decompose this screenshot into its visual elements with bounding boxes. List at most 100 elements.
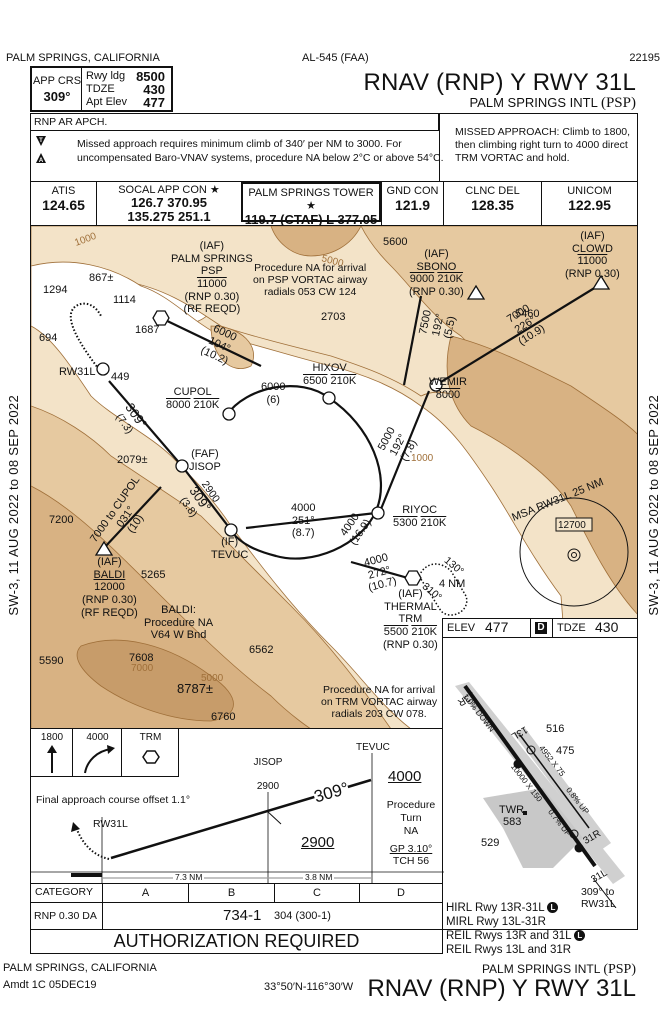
climbing-right-turn-icon — [84, 745, 115, 774]
airport-code: (PSP) — [600, 95, 636, 111]
fix-clowd: (IAF) CLOWD 11000 (RNP 0.30) — [565, 230, 620, 281]
note-baldi-na-2: Procedure NA — [144, 616, 214, 629]
note-trm-na-1: Procedure NA for arrival — [323, 684, 436, 696]
rnp-note-cell: RNP AR APCH. — [31, 114, 439, 131]
svg-text:5000: 5000 — [201, 673, 224, 684]
header-location: PALM SPRINGS, CALIFORNIA — [6, 52, 160, 64]
fix-cupol-alt: 8000 — [166, 398, 191, 411]
distance-rw31l-jisop: 7.3 NM — [173, 872, 205, 883]
d-symbol: D — [535, 622, 547, 634]
missed-approach-line-2: then climbing right turn to 4000 direct — [455, 139, 628, 151]
rwy-ldg-value: 8500 — [136, 69, 165, 84]
hold-length: 4 NM — [439, 578, 466, 590]
elev-divider — [530, 619, 531, 638]
freq-ground-value: 121.9 — [394, 197, 431, 213]
fix-psp-rnp: (RNP 0.30) — [184, 290, 240, 303]
fix-jisop-name: JISOP — [189, 460, 221, 473]
tdze-divider — [552, 619, 553, 638]
svg-text:7000: 7000 — [131, 663, 154, 674]
fix-baldi-alt: 12000 — [94, 581, 125, 594]
glidepath-info: GP 3.10° TCH 56 — [381, 843, 441, 867]
rnp-note: RNP AR APCH. — [34, 116, 108, 128]
fix-jisop-role: (FAF) — [191, 448, 219, 460]
runway-diagram — [455, 682, 625, 908]
tdze-label-ad: TDZE — [557, 622, 586, 634]
distance-jisop-tevuc: 3.8 NM — [303, 872, 335, 883]
fix-hixov-spd: 210K — [330, 374, 357, 387]
missed-approach-line-3: TRM VORTAC and hold. — [455, 152, 570, 164]
profile-jisop-alt: 2900 — [253, 781, 283, 792]
notes-box: RNP AR APCH. T A Missed approach require… — [30, 113, 638, 182]
fix-riyoc-name: RIYOC — [402, 504, 438, 516]
fix-sbono-rnp: (RNP 0.30) — [409, 285, 464, 298]
fix-wemir-name: WEMIR — [429, 376, 467, 388]
profile-tevuc-alt: 4000 — [388, 768, 422, 785]
fix-sbono-name: SBONO — [416, 260, 457, 273]
spot-elev-449: 449 — [111, 371, 130, 383]
category-d: D — [359, 884, 442, 902]
spot-elev-6562: 6562 — [249, 644, 274, 656]
freq-tower: PALM SPRINGS TOWER ★ 119.7 (CTAF) L 377.… — [241, 182, 381, 227]
fix-hixov-alt: 6500 — [303, 374, 328, 387]
temperature-restriction-t-icon: T — [36, 136, 46, 146]
profile-jisop: JISOP — [253, 757, 283, 768]
note-trm-na: Procedure NA for arrival on TRM VORTAC a… — [321, 684, 437, 720]
airport-elev-strip: ELEV 477 D TDZE 430 — [443, 619, 637, 638]
missed-icon-1800: 1800 — [31, 729, 73, 777]
fix-cupol: CUPOL 8000 210K — [166, 386, 219, 411]
lighting-notes: HIRL Rwy 13R-31L L MIRL Rwy 13L-31R REIL… — [446, 901, 586, 957]
fix-psp-alt: 11000 — [196, 277, 227, 290]
tower-elev: 583 — [503, 816, 522, 828]
note-psp-na-3: radials 053 CW 124 — [264, 286, 357, 299]
fix-baldi-role: (IAF) — [97, 556, 122, 568]
spot-elev-7608: 7608 — [129, 652, 154, 664]
app-crs-cell: APP CRS 309° — [32, 68, 82, 110]
glidepath-angle: GP 3.10° — [389, 843, 433, 855]
freq-clnc-label: CLNC DEL — [465, 185, 520, 197]
fix-thermal-rnp: (RNP 0.30) — [383, 638, 438, 651]
rnp-minimums-row: RNP 0.30 DA 734-1 304 (300-1) — [31, 903, 442, 930]
airport-name: PALM SPRINGS INTL (PSP) — [469, 95, 636, 112]
pilot-controlled-lighting-icon: L — [574, 930, 586, 942]
fix-thermal-name1: THERMAL — [384, 600, 437, 613]
leg-riyoc-alt: 4000 — [291, 502, 316, 514]
elev-label: ELEV — [447, 622, 476, 634]
fix-hixov-name: HIXOV — [312, 362, 347, 374]
fix-baldi-name: BALDI — [93, 568, 126, 581]
fix-tevuc-name: TEVUC — [211, 548, 249, 561]
authorization-required: AUTHORIZATION REQUIRED — [113, 931, 360, 951]
airport-name-text: PALM SPRINGS INTL — [469, 95, 598, 110]
leg-cupol-arc: 6000 (6) — [261, 381, 285, 406]
spot-elev-6760: 6760 — [211, 711, 236, 723]
spot-elev-867: 867± — [89, 272, 114, 284]
missed-icon-4000: 4000 — [73, 729, 122, 777]
freq-socal-label: SOCAL APP CON ★ — [118, 184, 220, 196]
missed-approach-line-1: MISSED APPROACH: Climb to 1800, — [455, 126, 631, 138]
fix-sbono: (IAF) SBONO 9000 210K (RNP 0.30) — [409, 248, 464, 299]
fix-sbono-role: (IAF) — [424, 248, 449, 260]
profile-rw31l: RW31L — [93, 818, 128, 830]
fix-tevuc-role: (IF) — [221, 536, 239, 548]
fix-thermal-alt: 5500 — [383, 625, 409, 638]
note-psp-na: Procedure NA for arrival on PSP VORTAC a… — [253, 262, 367, 298]
fix-clowd-alt: 11000 — [577, 255, 608, 268]
freq-unicom-label: UNICOM — [567, 185, 612, 197]
msa-altitude: 12700 — [558, 520, 586, 531]
freq-unicom-value: 122.95 — [568, 197, 611, 213]
tdze-value-ad: 430 — [595, 619, 619, 635]
course-note-1: 309° to — [581, 886, 615, 898]
lighting-hirl: HIRL Rwy 13R-31L L — [446, 901, 585, 915]
lighting-mirl: MIRL Rwy 13L-31R — [446, 916, 546, 928]
spot-elev-5590: 5590 — [39, 655, 64, 667]
fix-wemir: WEMIR 8000 — [429, 376, 467, 401]
freq-atis-label: ATIS — [51, 185, 76, 197]
da-visibility: 734-1 — [223, 907, 262, 924]
fix-cupol-spd: 210K — [193, 398, 220, 411]
notes-line-2: uncompensated Baro-VNAV systems, procedu… — [77, 152, 444, 164]
briefing-box: APP CRS 309° Rwy ldg 8500 TDZE 430 Apt E… — [30, 66, 173, 112]
app-crs-value: 309° — [43, 89, 71, 104]
svg-text:1000: 1000 — [411, 453, 434, 464]
fix-psp-rf: (RF REQD) — [183, 303, 241, 316]
pilot-controlled-lighting-icon: L — [547, 902, 559, 914]
note-psp-na-2: on PSP VORTAC airway — [253, 274, 368, 287]
